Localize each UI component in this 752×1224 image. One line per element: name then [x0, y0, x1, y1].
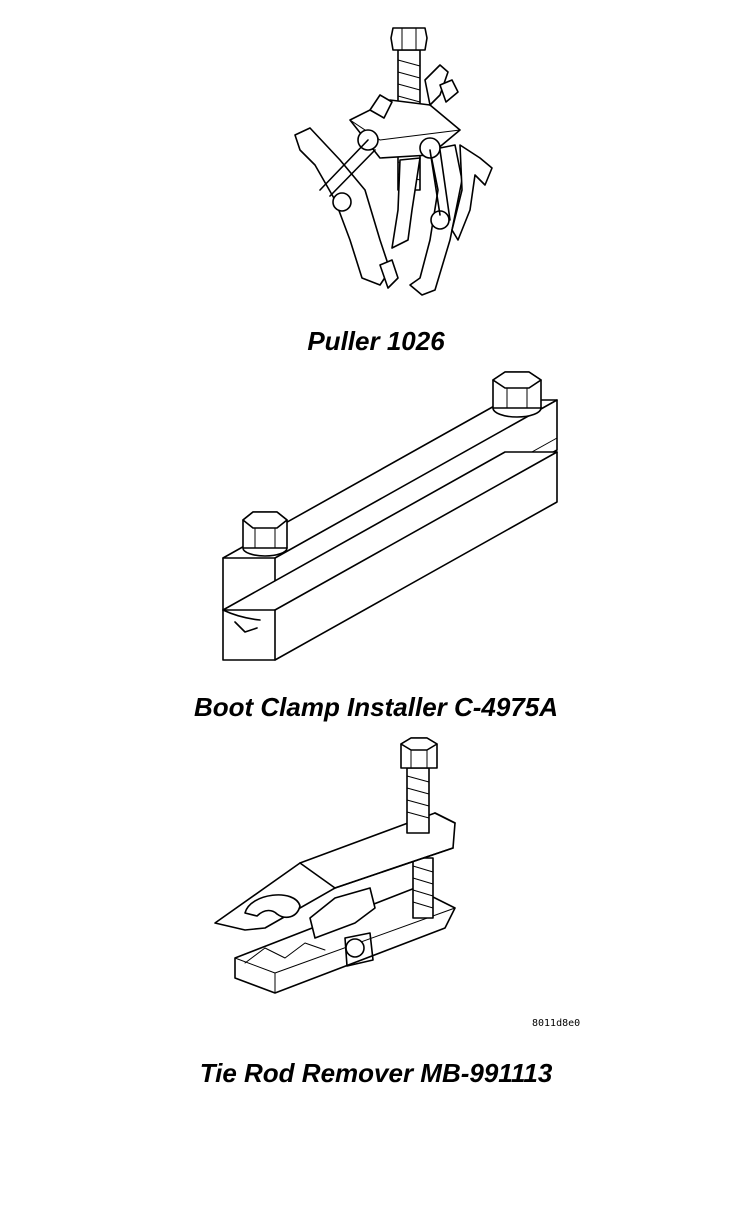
figure-reference-code: 8011d8e0: [532, 1018, 581, 1029]
three-jaw-puller-icon: [294, 27, 493, 296]
tie-rod-remover-icon: [214, 737, 456, 994]
tie-rod-remover-caption: Tie Rod Remover MB-991113: [199, 1058, 553, 1088]
puller-caption: Puller 1026: [307, 326, 445, 356]
boot-clamp-caption: Boot Clamp Installer C-4975A: [193, 692, 559, 722]
boot-clamp-installer-icon: [222, 371, 558, 661]
